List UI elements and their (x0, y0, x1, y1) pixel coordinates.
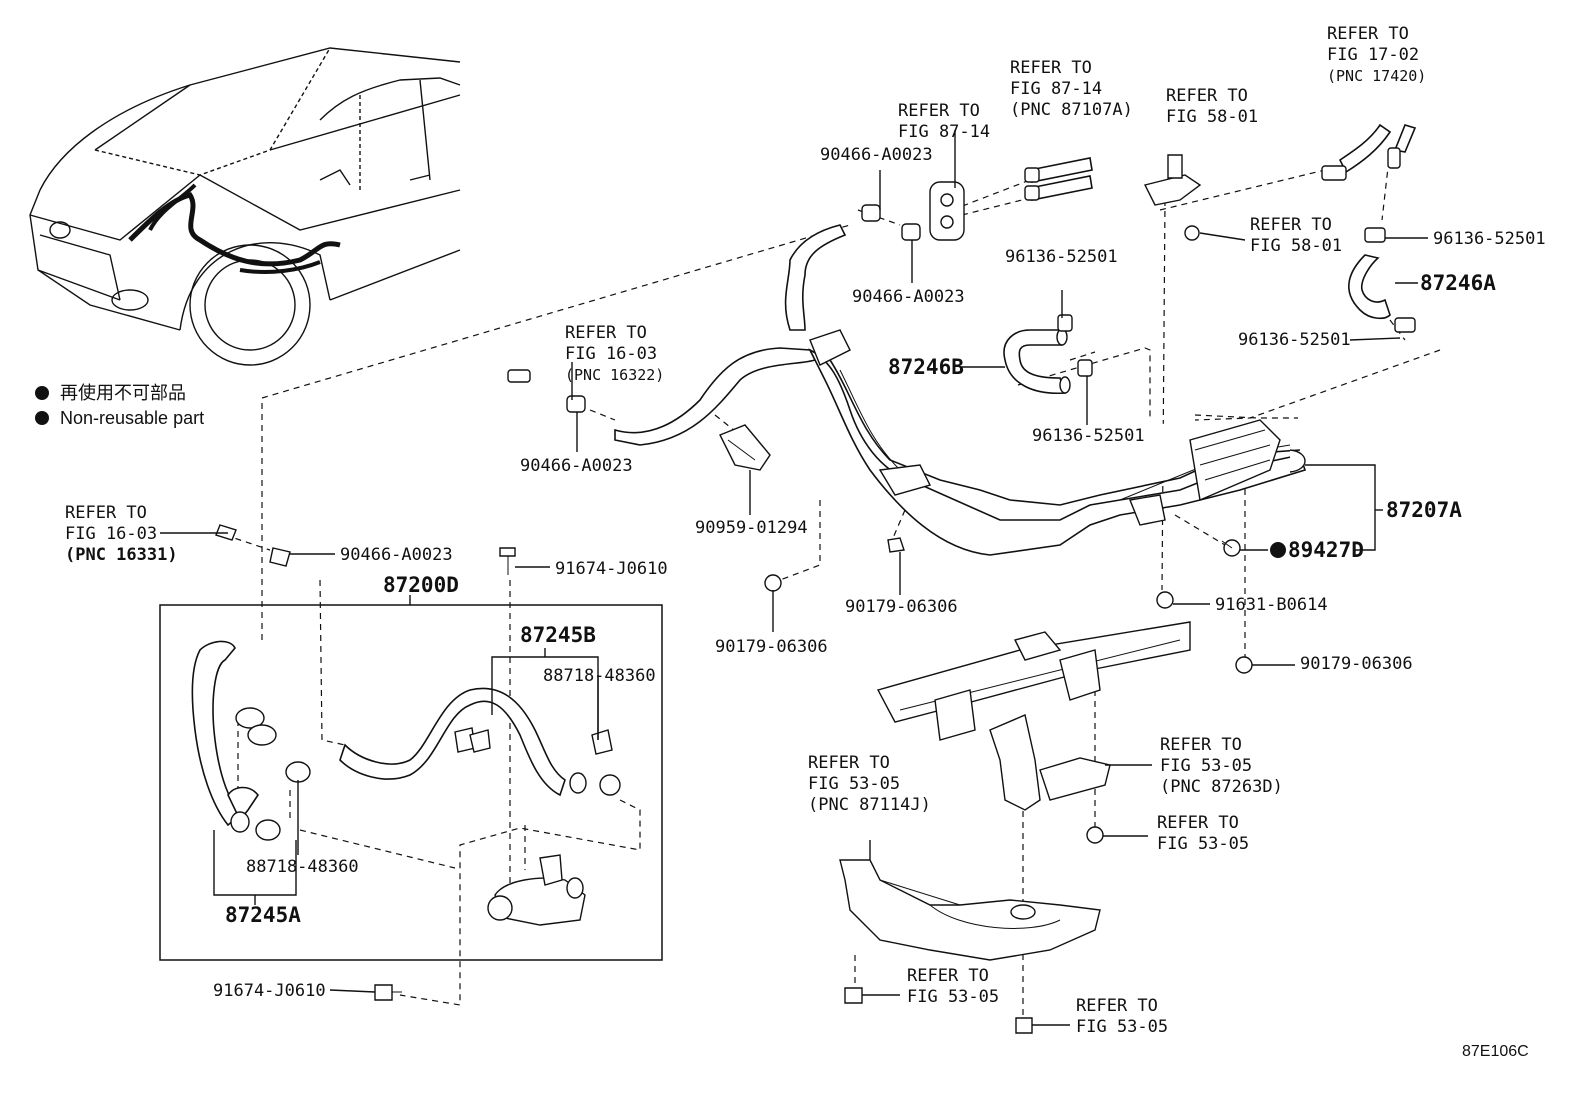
ref-fig58-01-a: REFER TO FIG 58-01 (1166, 86, 1258, 127)
part-label-90466-a0023: 90466-A0023 (340, 545, 453, 565)
svg-text:FIG 53-05: FIG 53-05 (1157, 834, 1249, 854)
svg-text:REFER TO: REFER TO (1076, 996, 1158, 1016)
svg-text:REFER TO: REFER TO (1166, 86, 1248, 106)
svg-text:(PNC 16331): (PNC 16331) (65, 545, 178, 565)
part-label-90466-a0023: 90466-A0023 (820, 145, 933, 165)
fasteners (215, 524, 1253, 1034)
svg-text:(PNC 87114J): (PNC 87114J) (808, 795, 931, 815)
legend-bullet-icon (35, 386, 49, 400)
crossmember (839, 621, 1191, 961)
svg-text:REFER TO: REFER TO (1010, 58, 1092, 78)
ref-fig53-05-e: REFER TO FIG 53-05 (1076, 996, 1168, 1037)
ref-fig53-05-d: REFER TO FIG 53-05 (907, 966, 999, 1007)
svg-text:REFER TO: REFER TO (1157, 813, 1239, 833)
svg-text:FIG 53-05: FIG 53-05 (1160, 756, 1252, 776)
box-87200d (159, 604, 663, 961)
part-label-89427d: 89427D (1288, 538, 1364, 562)
ref-fig53-05-a: REFER TO FIG 53-05 (PNC 87114J) (808, 753, 931, 815)
ref-fig87-14-b: REFER TO FIG 87-14 (PNC 87107A) (1010, 58, 1133, 120)
svg-text:(PNC 16322): (PNC 16322) (565, 366, 664, 384)
non-reusable-bullet-icon (1270, 542, 1286, 558)
svg-text:FIG 58-01: FIG 58-01 (1166, 107, 1258, 127)
svg-text:FIG 87-14: FIG 87-14 (898, 122, 990, 142)
ref-fig53-05-c: REFER TO FIG 53-05 (1157, 813, 1249, 854)
svg-text:(PNC 17420): (PNC 17420) (1327, 67, 1426, 85)
legend-jp: 再使用不可部品 (60, 383, 186, 403)
ref-fig16-03-b: REFER TO FIG 16-03 (PNC 16331) (65, 503, 178, 565)
part-label-96136-52501: 96136-52501 (1032, 426, 1145, 446)
svg-text:REFER TO: REFER TO (1327, 24, 1409, 44)
svg-text:FIG 16-03: FIG 16-03 (565, 344, 657, 364)
part-label-88718-48360: 88718-48360 (543, 666, 656, 686)
part-label-91631-b0614: 91631-B0614 (1215, 595, 1328, 615)
main-hose-assembly (614, 224, 1307, 556)
dashed-leaders (224, 149, 1441, 1015)
svg-text:REFER TO: REFER TO (1160, 735, 1242, 755)
bracket-fig58 (1143, 154, 1202, 241)
svg-text:FIG 16-03: FIG 16-03 (65, 524, 157, 544)
part-label-91674-j0610: 91674-J0610 (555, 559, 668, 579)
part-label-96136-52501: 96136-52501 (1433, 229, 1546, 249)
svg-text:REFER TO: REFER TO (907, 966, 989, 986)
part-label-87246b: 87246B (888, 355, 964, 379)
svg-text:FIG 58-01: FIG 58-01 (1250, 236, 1342, 256)
legend-bullet-icon (35, 411, 49, 425)
ref-fig58-01-b: REFER TO FIG 58-01 (1250, 215, 1342, 256)
diagram-code: 87E106C (1462, 1043, 1529, 1060)
part-label-87207a: 87207A (1386, 498, 1462, 522)
part-label-87245a: 87245A (225, 903, 301, 927)
part-label-91674-j0610: 91674-J0610 (213, 981, 326, 1001)
part-label-96136-52501: 96136-52501 (1238, 330, 1351, 350)
pipes-fig87 (1024, 157, 1093, 201)
svg-text:(PNC 87107A): (PNC 87107A) (1010, 100, 1133, 120)
ref-fig16-03-a: REFER TO FIG 16-03 (PNC 16322) (565, 323, 664, 384)
grommet (929, 181, 965, 241)
ref-fig87-14-a: REFER TO FIG 87-14 (898, 101, 990, 142)
svg-text:REFER TO: REFER TO (65, 503, 147, 523)
part-label-87200d: 87200D (383, 573, 459, 597)
ref-fig53-05-b: REFER TO FIG 53-05 (PNC 87263D) (1160, 735, 1283, 797)
leader-lines (160, 130, 1428, 1026)
box-87200d-contents (191, 640, 621, 926)
svg-text:FIG 53-05: FIG 53-05 (1076, 1017, 1168, 1037)
legend: 再使用不可部品 Non-reusable part (35, 383, 204, 428)
part-label-90179-06306: 90179-06306 (845, 597, 958, 617)
svg-text:FIG 87-14: FIG 87-14 (1010, 79, 1102, 99)
vehicle-illustration (29, 47, 461, 366)
part-label-90466-a0023: 90466-A0023 (520, 456, 633, 476)
part-label-90959-01294: 90959-01294 (695, 518, 808, 538)
svg-text:FIG 53-05: FIG 53-05 (808, 774, 900, 794)
svg-text:(PNC 87263D): (PNC 87263D) (1160, 777, 1283, 797)
part-label-88718-48360: 88718-48360 (246, 857, 359, 877)
part-label-90466-a0023: 90466-A0023 (852, 287, 965, 307)
clamps-top (507, 204, 921, 413)
svg-text:REFER TO: REFER TO (1250, 215, 1332, 235)
svg-text:REFER TO: REFER TO (808, 753, 890, 773)
svg-text:FIG 53-05: FIG 53-05 (907, 987, 999, 1007)
part-label-90179-06306: 90179-06306 (1300, 654, 1413, 674)
part-label-90179-06306: 90179-06306 (715, 637, 828, 657)
svg-text:REFER TO: REFER TO (565, 323, 647, 343)
pipes-fig17 (1321, 123, 1417, 181)
clip-90959 (719, 424, 771, 471)
legend-en: Non-reusable part (60, 408, 204, 428)
svg-text:FIG 17-02: FIG 17-02 (1327, 45, 1419, 65)
part-label-87245b: 87245B (520, 623, 596, 647)
svg-text:REFER TO: REFER TO (898, 101, 980, 121)
part-label-96136-52501: 96136-52501 (1005, 247, 1118, 267)
ref-fig17-02: REFER TO FIG 17-02 (PNC 17420) (1327, 24, 1426, 85)
part-label-87246a: 87246A (1420, 271, 1496, 295)
hose-87246b (1003, 314, 1093, 395)
hose-87246a (1348, 227, 1416, 333)
